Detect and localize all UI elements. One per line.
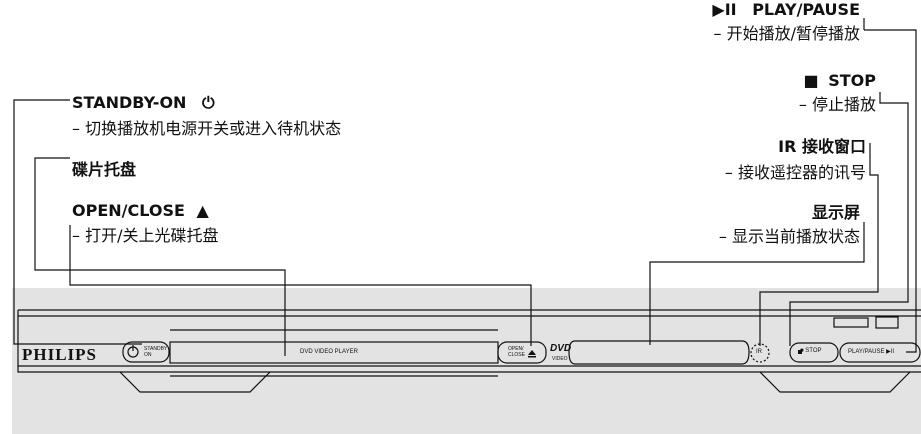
display-title: 显示屏 (811, 203, 860, 222)
standby-title-text: STANDBY-ON (72, 93, 187, 112)
tray-label: DVD VIDEO PLAYER (300, 349, 358, 355)
play-pause-icon: ▶II (712, 0, 737, 19)
open-close-title: OPEN/CLOSE ▲ (72, 201, 209, 221)
eject-symbol-icon: ▲ (196, 201, 209, 220)
ir-label: IR (756, 349, 762, 355)
leader-standby (13, 99, 142, 345)
display-desc: – 显示当前播放状态 (718, 227, 860, 246)
ir-title: IR 接收窗口 (778, 137, 866, 156)
right-foot (759, 371, 911, 393)
eject-icon (528, 350, 536, 355)
open-close-button-label[interactable]: OPEN/ CLOSE (508, 346, 525, 358)
dvd-logo: DVD (550, 343, 572, 354)
display-window (568, 340, 750, 365)
play-pause-button-label[interactable]: PLAY/PAUSE ▶II (848, 349, 895, 355)
standby-button (122, 341, 170, 363)
leader-display (649, 222, 865, 345)
leader-tray (34, 157, 286, 356)
stop-button-shape (789, 342, 839, 363)
standby-title: STANDBY-ON ⏻ (72, 93, 215, 113)
ir-window (750, 343, 770, 363)
standby-desc: – 切换播放机电源开关或进入待机状态 (72, 119, 342, 138)
stop-button-label[interactable]: ■ STOP (800, 348, 822, 354)
dvd-logo-sub: VIDEO (552, 356, 568, 362)
play-pause-desc: – 开始播放/暂停播放 (713, 24, 860, 43)
brand-logo: PHILIPS (22, 345, 98, 364)
open-close-button (497, 341, 547, 364)
tray-title: 碟片托盘 (72, 160, 137, 179)
player-body (17, 309, 921, 373)
standby-button-label[interactable]: STANDBY ON (144, 346, 168, 358)
stop-square-icon: ■ (803, 71, 819, 90)
leader-stop (789, 92, 909, 346)
open-close-title-text: OPEN/CLOSE (72, 201, 185, 220)
stop-title-text: STOP (828, 71, 876, 90)
leader-play-pause (863, 18, 917, 353)
play-pause-title: ▶II PLAY/PAUSE (712, 0, 860, 20)
stop-desc: – 停止播放 (798, 95, 876, 114)
power-icon: ⏻ (202, 93, 215, 112)
open-close-desc: – 打开/关上光碟托盘 (72, 226, 219, 245)
stop-title: ■ STOP (804, 71, 876, 91)
leader-open-close (69, 225, 532, 346)
left-foot (119, 371, 271, 393)
leader-ir (759, 143, 879, 346)
play-pause-button-shape (839, 342, 921, 363)
ir-desc: – 接收遥控器的讯号 (724, 163, 866, 182)
play-pause-title-text: PLAY/PAUSE (752, 0, 860, 19)
